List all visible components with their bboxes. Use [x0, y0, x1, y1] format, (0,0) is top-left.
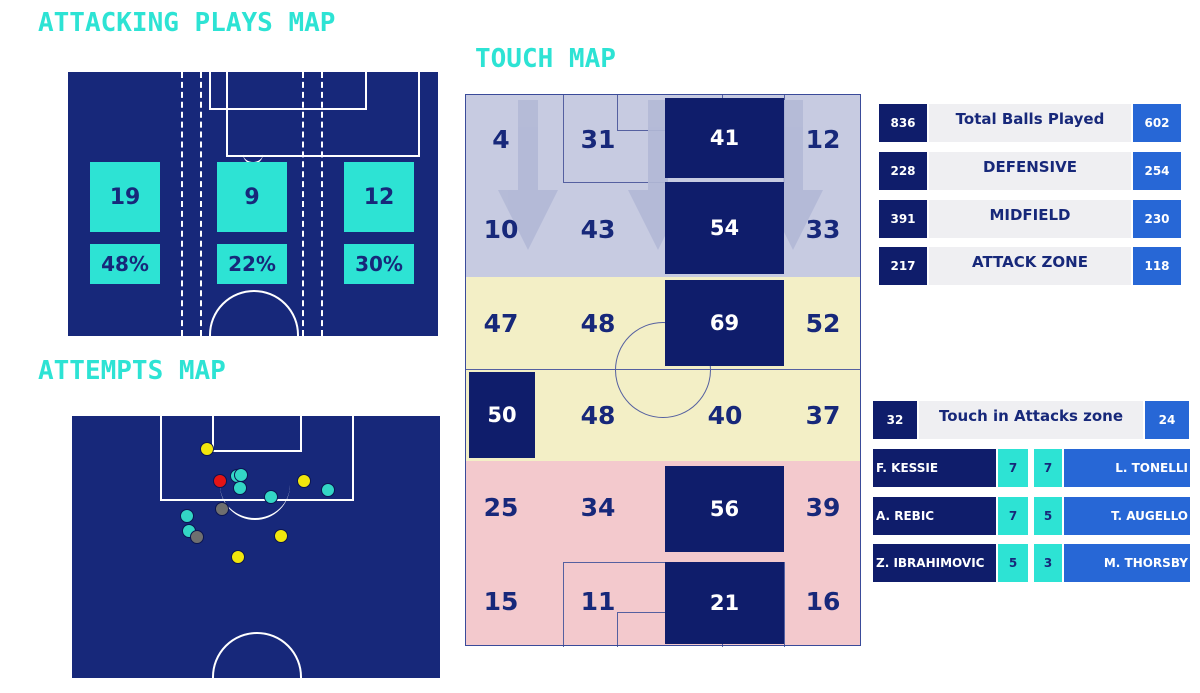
home-player-name: Z. IBRAHIMOVIC — [873, 544, 996, 582]
shot-marker — [231, 550, 245, 564]
touch-cell: 37 — [805, 400, 841, 430]
touch-cell: 15 — [483, 586, 519, 616]
centre-circle — [209, 290, 299, 336]
stat-row-total: 836 Total Balls Played 602 — [879, 104, 1181, 142]
home-value: 391 — [879, 200, 927, 238]
player-row: Z. IBRAHIMOVIC 5 3 M. THORSBY — [873, 544, 1190, 582]
away-player-name: L. TONELLI — [1064, 449, 1190, 487]
touch-cell: 16 — [805, 586, 841, 616]
touch-cell: 39 — [805, 492, 841, 522]
touch-cell: 48 — [580, 400, 616, 430]
attempts-heading: ATTEMPTS MAP — [38, 356, 226, 386]
attacking-plays-heading: ATTACKING PLAYS MAP — [38, 8, 336, 38]
touch-cell-highlight: 69 — [665, 280, 784, 366]
away-value: 118 — [1133, 247, 1181, 285]
touch-cell: 33 — [805, 214, 841, 244]
shot-marker — [180, 509, 194, 523]
away-value: 230 — [1133, 200, 1181, 238]
away-value: 24 — [1145, 401, 1189, 439]
halfway-line — [465, 369, 861, 370]
touch-map-border — [465, 94, 861, 646]
left-lane-pct: 48% — [90, 244, 160, 284]
touch-cell: 31 — [580, 124, 616, 154]
home-value: 836 — [879, 104, 927, 142]
touch-map-heading: TOUCH MAP — [475, 44, 616, 74]
touch-cell-highlight: 41 — [665, 98, 784, 178]
touch-cell: 34 — [580, 492, 616, 522]
stat-label: MIDFIELD — [929, 200, 1131, 238]
player-row: A. REBIC 7 5 T. AUGELLO — [873, 497, 1190, 535]
six-yard-box — [209, 72, 367, 110]
shot-marker — [200, 442, 214, 456]
stat-label: Touch in Attacks zone — [919, 401, 1143, 439]
touch-cell: 40 — [707, 400, 743, 430]
away-player-value: 7 — [1034, 449, 1062, 487]
shot-marker — [190, 530, 204, 544]
away-player-value: 5 — [1034, 497, 1062, 535]
touch-cell: 43 — [580, 214, 616, 244]
stat-label: Total Balls Played — [929, 104, 1131, 142]
stat-row-defensive: 228 DEFENSIVE 254 — [879, 152, 1181, 190]
away-player-name: M. THORSBY — [1064, 544, 1190, 582]
left-lane-count: 19 — [90, 162, 160, 232]
touch-cell: 52 — [805, 308, 841, 338]
home-player-name: A. REBIC — [873, 497, 996, 535]
attack-zone — [465, 461, 861, 646]
away-player-value: 3 — [1034, 544, 1062, 582]
shot-marker — [213, 474, 227, 488]
right-lane-pct: 30% — [344, 244, 414, 284]
centre-circle — [615, 322, 711, 418]
away-value: 254 — [1133, 152, 1181, 190]
touch-cell: 11 — [580, 586, 616, 616]
touch-cell: 25 — [483, 492, 519, 522]
touch-cell: 48 — [580, 308, 616, 338]
penalty-arc — [220, 478, 290, 520]
stat-label: DEFENSIVE — [929, 152, 1131, 190]
attacking-plays-pitch: 19 48% 9 22% 12 30% — [68, 72, 438, 336]
touch-map: 4 31 41 12 10 43 54 33 47 48 69 52 50 48… — [465, 94, 861, 647]
centre-circle — [212, 632, 302, 678]
home-player-name: F. KESSIE — [873, 449, 996, 487]
shot-marker — [215, 502, 229, 516]
player-row: F. KESSIE 7 7 L. TONELLI — [873, 449, 1190, 487]
lane-divider — [200, 72, 202, 336]
touch-cell-highlight: 56 — [665, 466, 784, 552]
shot-marker — [274, 529, 288, 543]
shot-marker — [321, 483, 335, 497]
centre-lane-count: 9 — [217, 162, 287, 232]
home-player-value: 7 — [998, 449, 1028, 487]
stat-row-attack: 217 ATTACK ZONE 118 — [879, 247, 1181, 285]
home-player-value: 5 — [998, 544, 1028, 582]
home-value: 228 — [879, 152, 927, 190]
touch-cell: 10 — [483, 214, 519, 244]
home-value: 32 — [873, 401, 917, 439]
lane-divider — [302, 72, 304, 336]
shot-marker — [233, 481, 247, 495]
centre-lane-pct: 22% — [217, 244, 287, 284]
touch-cell-highlight: 54 — [665, 182, 784, 274]
stat-row-touch-attack: 32 Touch in Attacks zone 24 — [873, 401, 1189, 439]
stat-row-midfield: 391 MIDFIELD 230 — [879, 200, 1181, 238]
penalty-box — [226, 72, 420, 157]
away-player-name: T. AUGELLO — [1064, 497, 1190, 535]
right-lane-count: 12 — [344, 162, 414, 232]
shot-marker — [297, 474, 311, 488]
six-yard-box — [212, 416, 302, 452]
touch-cell: 47 — [483, 308, 519, 338]
attempts-pitch — [72, 416, 440, 678]
shot-marker — [234, 468, 248, 482]
touch-cell-highlight: 21 — [665, 562, 784, 644]
touch-cell-highlight: 50 — [469, 372, 535, 458]
stat-label: ATTACK ZONE — [929, 247, 1131, 285]
touch-cell: 12 — [805, 124, 841, 154]
home-player-value: 7 — [998, 497, 1028, 535]
away-value: 602 — [1133, 104, 1181, 142]
home-value: 217 — [879, 247, 927, 285]
lane-divider — [321, 72, 323, 336]
shot-marker — [264, 490, 278, 504]
lane-divider — [181, 72, 183, 336]
touch-cell: 4 — [492, 124, 510, 154]
